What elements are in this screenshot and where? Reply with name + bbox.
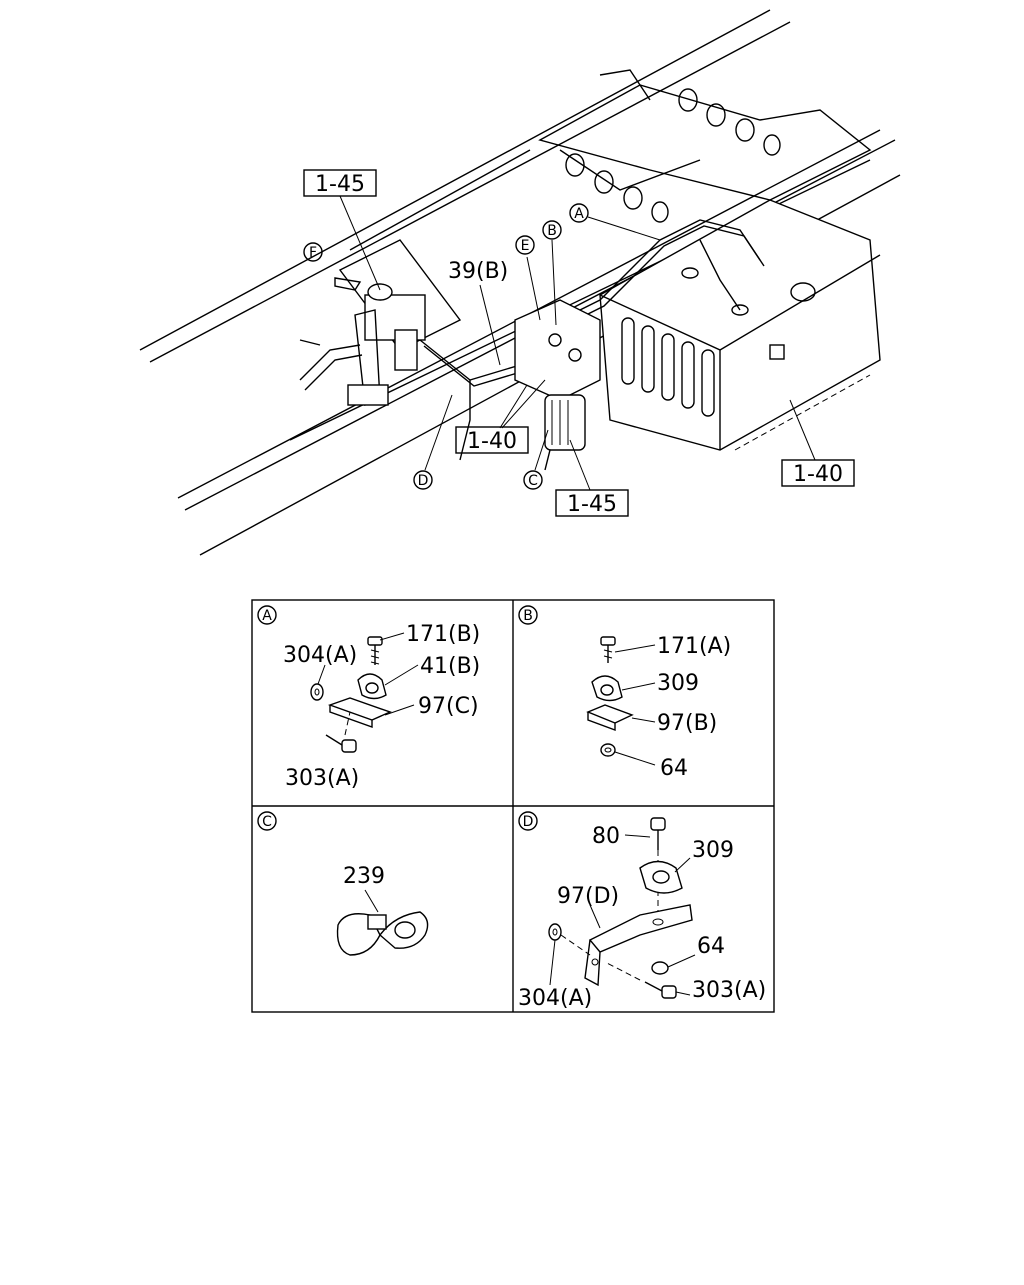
part-label: 171(B) — [406, 622, 480, 647]
svg-text:E: E — [521, 238, 530, 254]
ref-box-bottom: 1-45 — [555, 489, 629, 517]
svg-text:1-40: 1-40 — [467, 429, 517, 454]
callout-c: C — [523, 470, 543, 490]
part-label: 309 — [657, 671, 699, 696]
fuel-separator — [514, 299, 601, 471]
ref-box-right: 1-40 — [781, 459, 855, 487]
part-label: 304(A) — [518, 986, 592, 1011]
callout-e: E — [515, 235, 535, 255]
svg-text:C: C — [528, 473, 538, 489]
svg-text:A: A — [262, 608, 272, 624]
detail-b: B 171(A) 309 97(B) 64 — [518, 605, 731, 781]
svg-text:D: D — [523, 814, 534, 830]
svg-text:1-45: 1-45 — [315, 172, 365, 197]
ref-box-top-left: 1-45 — [303, 169, 377, 197]
fuel-tank — [599, 199, 881, 451]
fuel-filter-left — [299, 277, 426, 406]
part-label: 303(A) — [285, 766, 359, 791]
part-label: 239 — [343, 864, 385, 889]
part-label: 309 — [692, 838, 734, 863]
callout-d: D — [413, 470, 433, 490]
callout-a: A — [569, 203, 589, 223]
svg-text:D: D — [418, 473, 429, 489]
svg-text:B: B — [523, 608, 533, 624]
part-label: 64 — [697, 934, 725, 959]
svg-text:B: B — [547, 223, 557, 239]
detail-c: C 239 — [257, 811, 429, 956]
part-label: 97(D) — [557, 884, 619, 909]
svg-text:1-45: 1-45 — [567, 492, 617, 517]
svg-text:C: C — [262, 814, 272, 830]
ref-box-center: 1-40 — [455, 426, 529, 454]
detail-grid — [251, 599, 775, 1013]
part-label: 303(A) — [692, 978, 766, 1003]
callout-b: B — [542, 220, 562, 240]
part-label: 64 — [660, 756, 688, 781]
svg-text:F: F — [309, 245, 317, 261]
svg-text:A: A — [574, 206, 584, 222]
part-label: 80 — [592, 824, 620, 849]
pipe-label: 39(B) — [448, 259, 508, 284]
svg-text:1-40: 1-40 — [793, 462, 843, 487]
part-label: 304(A) — [283, 643, 357, 668]
part-label: 171(A) — [657, 634, 731, 659]
part-label: 41(B) — [420, 654, 480, 679]
callout-f: F — [303, 242, 323, 262]
detail-d: D 80 309 97(D) 64 304(A) 3 — [518, 811, 766, 1011]
part-label: 97(C) — [418, 694, 479, 719]
detail-a: A 171(B) 304(A) 41(B) 97(C) 303(A) — [257, 605, 480, 791]
leader-lines — [339, 195, 816, 491]
part-label: 97(B) — [657, 711, 717, 736]
